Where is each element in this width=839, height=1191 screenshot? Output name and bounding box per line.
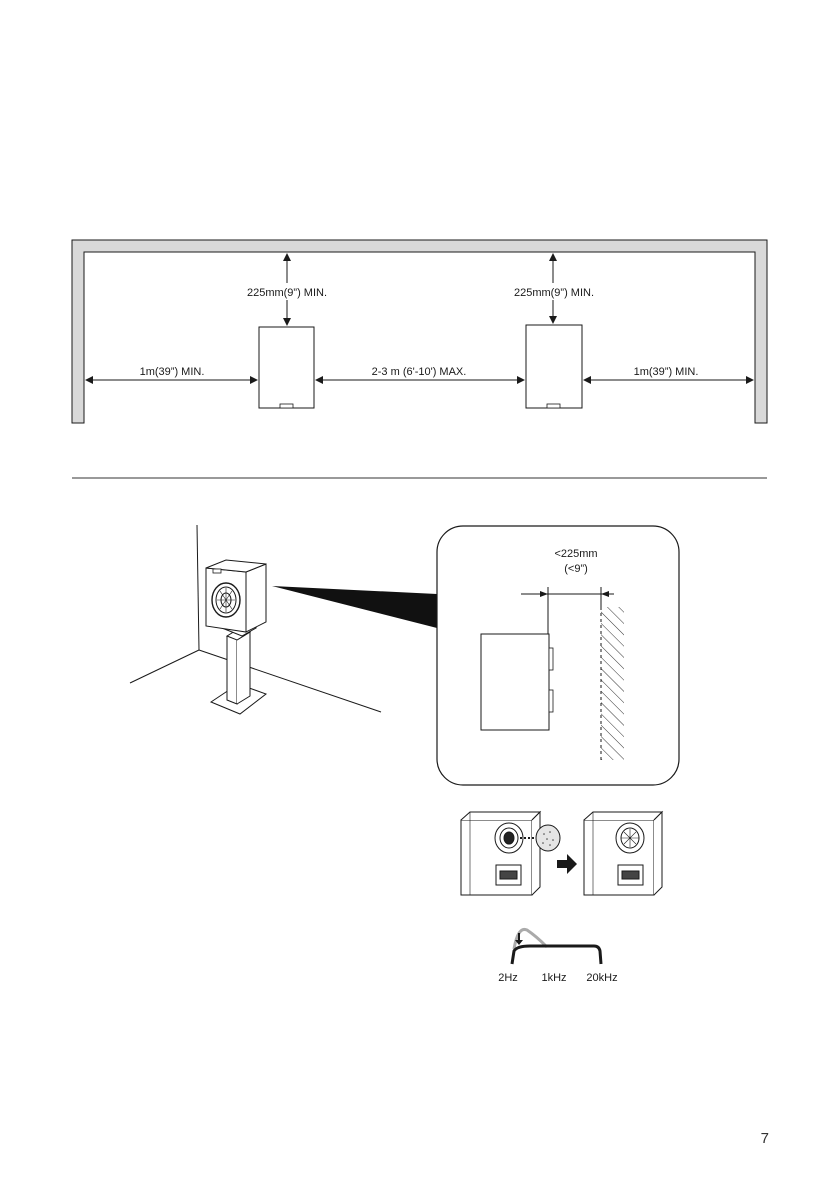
eq-response-diagram: 2Hz 1kHz 20kHz bbox=[498, 929, 617, 984]
foam-plug bbox=[536, 825, 560, 851]
callout-wedge bbox=[272, 586, 437, 628]
side-clearance-left-label: 1m(39”) MIN. bbox=[140, 366, 205, 378]
freq-label-1khz: 1kHz bbox=[541, 972, 566, 984]
page-number: 7 bbox=[761, 1130, 769, 1147]
corner-placement-illustration bbox=[130, 525, 381, 714]
freq-label-20khz: 20kHz bbox=[586, 972, 617, 984]
right-arrow-icon bbox=[557, 854, 577, 874]
speaker-with-port-open bbox=[461, 812, 540, 895]
speaker-with-port-plugged bbox=[584, 812, 662, 895]
freq-label-2hz: 2Hz bbox=[498, 972, 518, 984]
side-clearance-right-label: 1m(39”) MIN. bbox=[634, 366, 699, 378]
top-clearance-right-label: 225mm(9”) MIN. bbox=[514, 287, 594, 299]
speaker-right bbox=[526, 325, 582, 408]
room-wall bbox=[72, 240, 767, 423]
hatched-wall bbox=[601, 607, 624, 760]
wall-distance-label-line2: (<9”) bbox=[564, 563, 588, 575]
top-clearance-left-label: 225mm(9”) MIN. bbox=[247, 287, 327, 299]
wall-distance-label-line1: <225mm bbox=[554, 548, 597, 560]
eq-curve-black bbox=[512, 946, 601, 964]
speaker-left bbox=[259, 327, 314, 408]
port-plug-illustration bbox=[461, 812, 662, 895]
wall-detail-callout: <225mm (<9”) bbox=[437, 526, 679, 785]
speaker-spacing-label: 2-3 m (6'-10') MAX. bbox=[372, 366, 467, 378]
room-diagram: 225mm(9”) MIN. 225mm(9”) MIN. 1m(39”) MI… bbox=[72, 240, 767, 423]
